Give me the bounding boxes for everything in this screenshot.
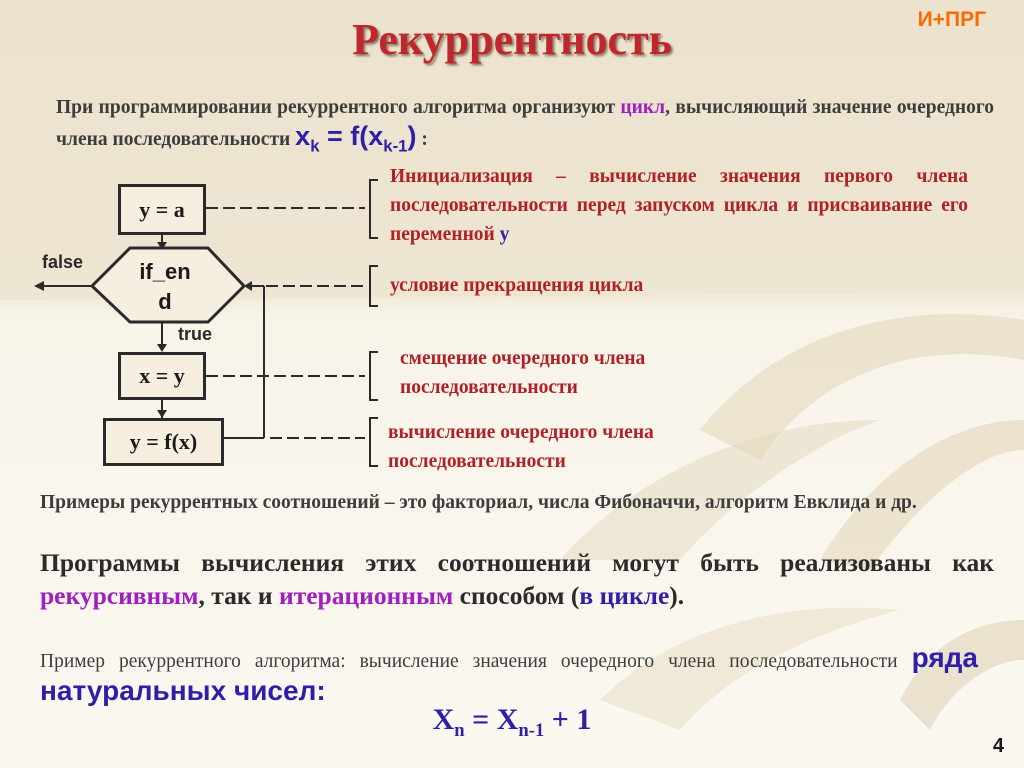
intro-text: При программировании рекуррентного алгор… <box>56 97 621 118</box>
annotation-shift: смещение очередного члена последовательн… <box>400 348 646 398</box>
init-box: y = a <box>118 184 206 235</box>
final-formula: Xn = Xn-1 + 1 <box>432 703 592 741</box>
true-label: true <box>178 324 213 344</box>
example-algo-paragraph: Пример рекуррентного алгоритма: вычислен… <box>40 642 978 706</box>
decision-label: if_en d <box>139 259 191 314</box>
annotation-compute: вычисление очередного члена последовател… <box>388 422 654 472</box>
slide-title: Рекуррентность <box>352 15 672 64</box>
page-number: 4 <box>992 735 1004 757</box>
shift-box: x = y <box>118 352 206 400</box>
decision-diamond <box>89 246 247 324</box>
intro-paragraph: При программировании рекуррентного алгор… <box>56 93 994 160</box>
intro-formula: xk = f(xk-1) <box>295 121 417 156</box>
programs-paragraph: Программы вычисления этих соотношений мо… <box>40 548 994 610</box>
intro-cycle-word: цикл <box>620 97 666 118</box>
intro-colon: : <box>416 129 428 150</box>
intro-text-2: , вычисляющий значение очередного члена … <box>56 97 994 150</box>
course-label: И+ПРГ <box>917 8 986 31</box>
compute-box: y = f(x) <box>103 418 224 466</box>
annotation-condition: условие прекращения цикла <box>390 275 644 296</box>
annotation-init: Инициализация – вычисление значения перв… <box>390 166 968 245</box>
false-label: false <box>42 252 84 272</box>
examples-paragraph: Примеры рекуррентных соотношений – это ф… <box>40 492 917 513</box>
